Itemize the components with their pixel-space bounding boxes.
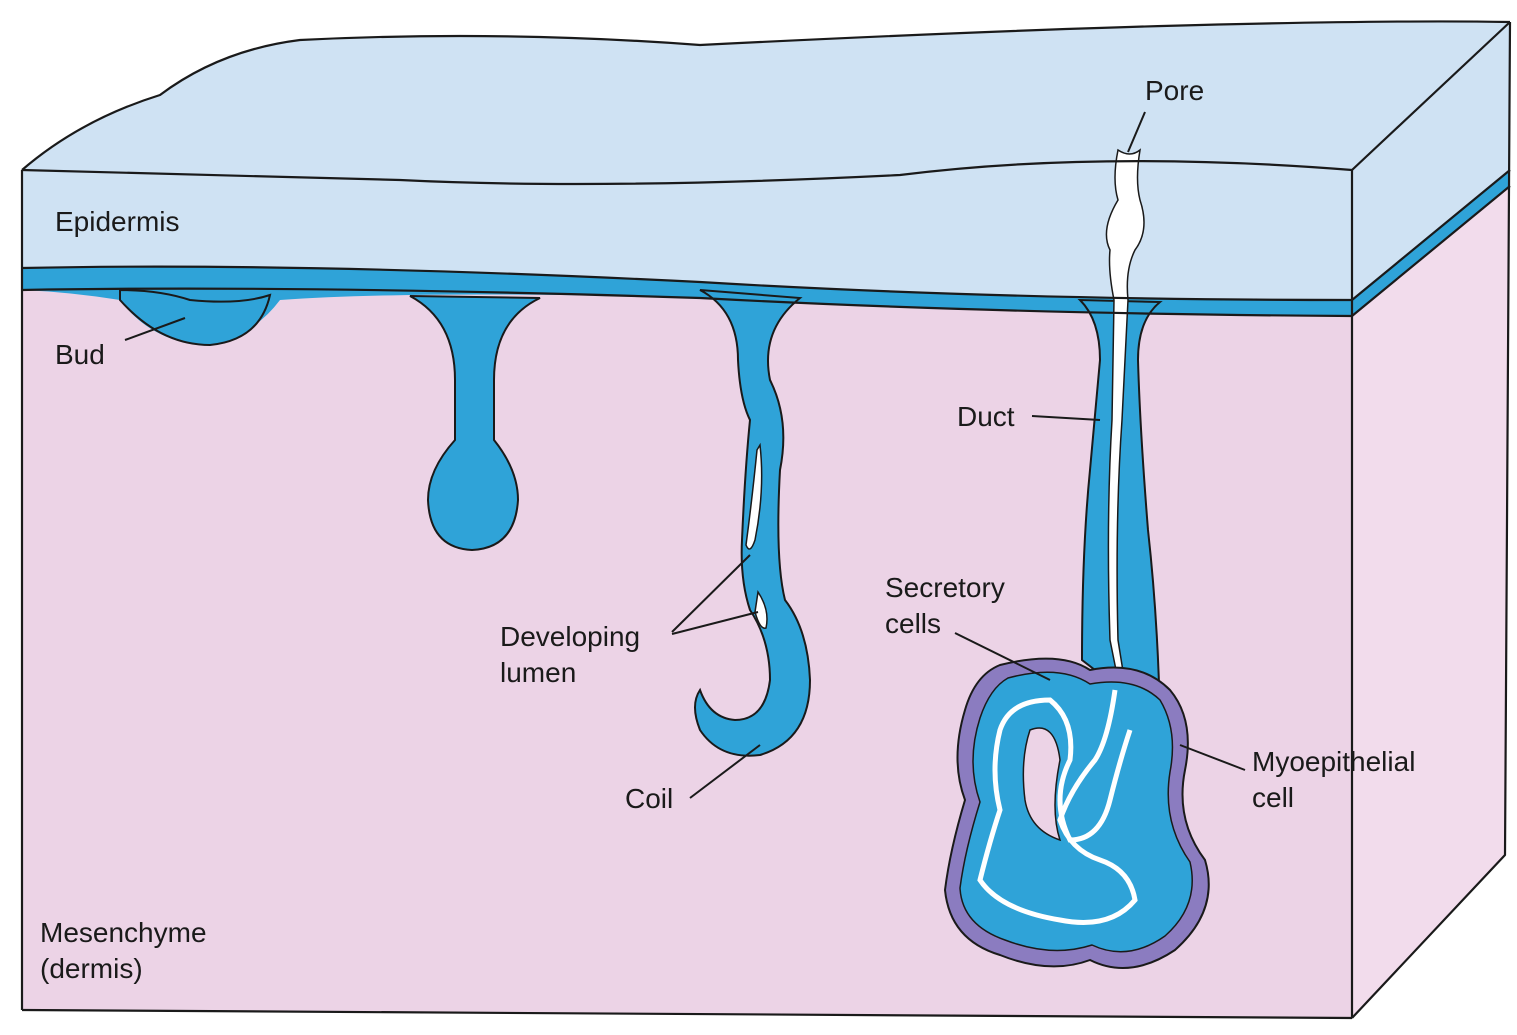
epidermis-top-surface xyxy=(22,21,1510,184)
label-secretory-2: cells xyxy=(885,608,941,639)
label-developing-2: lumen xyxy=(500,657,576,688)
label-duct: Duct xyxy=(957,401,1015,432)
label-secretory-1: Secretory xyxy=(885,572,1005,603)
label-epidermis: Epidermis xyxy=(55,206,179,237)
label-developing-1: Developing xyxy=(500,621,640,652)
label-pore: Pore xyxy=(1145,75,1204,106)
label-myoepithelial-2: cell xyxy=(1252,782,1294,813)
label-myoepithelial-1: Myoepithelial xyxy=(1252,746,1415,777)
label-coil: Coil xyxy=(625,783,673,814)
label-mesenchyme-2: (dermis) xyxy=(40,953,143,984)
gland-secretory-layer xyxy=(960,672,1192,951)
label-bud: Bud xyxy=(55,339,105,370)
label-mesenchyme-1: Mesenchyme xyxy=(40,917,207,948)
